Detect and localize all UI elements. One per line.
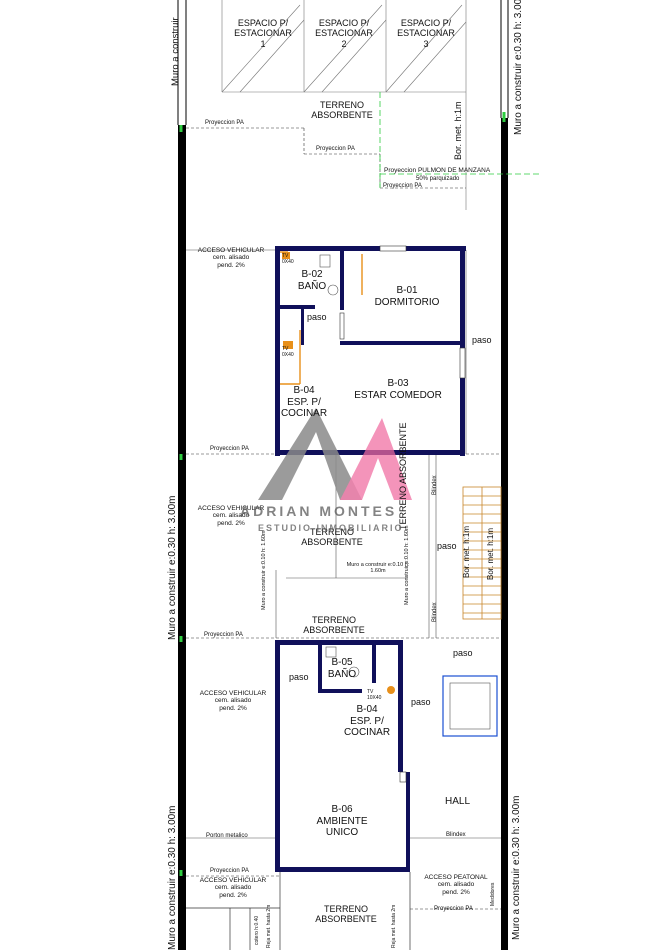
- terreno-label-lower: TERRENO ABSORBENTE: [303, 615, 365, 636]
- acceso-vehicular-2: ACCESO VEHICULAR cem. alisado pend. 2%: [197, 505, 265, 527]
- terreno-label-top: TERRENO ABSORBENTE: [311, 100, 373, 121]
- acceso-vehicular-4: ACCESO VEHICULAR cem. alisado pend. 2%: [199, 877, 267, 899]
- proyeccion-pa-7: Proyeccion PA: [434, 906, 473, 912]
- room-b04-upper: B-04 ESP. P/ COCINAR: [280, 385, 328, 419]
- paso-label-3: paso: [437, 541, 457, 551]
- porton-label: Porton metalico: [206, 833, 248, 839]
- acceso-peatonal: ACCESO PEATONAL cem. alisado pend. 2%: [424, 874, 488, 896]
- room-b05: B-05 BAÑO: [327, 657, 357, 680]
- tv-label-3: TV 10X40: [367, 689, 382, 701]
- muro-interior-label-3: Muro a construir e:0.10 h: 1.60m: [404, 525, 410, 605]
- paso-label-4: paso: [453, 648, 473, 658]
- room-b01: B-01 DORMITORIO: [374, 285, 440, 308]
- paso-label-1: paso: [307, 312, 327, 322]
- room-b06: B-06 AMBIENTE UNICO: [316, 804, 368, 838]
- blindex-label-3: Blindex: [432, 602, 438, 622]
- hall-label: HALL: [445, 796, 471, 807]
- muro-interior-label-2: Muro a construir e:0.10 h: 1.60m: [346, 562, 410, 575]
- wall-label-right-top: Muro a construir e:0.30 h: 3.00m: [513, 0, 524, 135]
- bor-met-label-stair-2: Bor. met. h:1m: [486, 527, 495, 580]
- room-b03: B-03 ESTAR COMEDOR: [354, 378, 442, 401]
- upper-fixtures: [282, 252, 339, 349]
- hall-window: [442, 675, 498, 737]
- tv-label-2: TV 0X40: [282, 346, 294, 358]
- blindex-label-2: Blindex: [432, 475, 438, 495]
- proyeccion-pa-6: Proyeccion PA: [210, 868, 249, 874]
- pulmon-line: [379, 92, 540, 190]
- acceso-vehicular-1: ACCESO VEHICULAR cem. alisado pend. 2%: [197, 247, 265, 269]
- watermark-line-1: ADRIAN MONTES: [240, 503, 398, 519]
- tv-label-1: TV 0X40: [282, 253, 294, 265]
- paso-label-5: paso: [289, 672, 309, 682]
- fence-lines: [186, 249, 501, 839]
- bottom-gate: [186, 872, 411, 950]
- parking-space-2: ESPACIO P/ ESTACIONAR 2: [315, 18, 373, 49]
- watermark-logo: [258, 408, 412, 500]
- wall-label-left-bottom: Muro a construir e:0.30 h: 3.00m: [167, 805, 178, 950]
- parking-space-1: ESPACIO P/ ESTACIONAR 1: [234, 18, 292, 49]
- terreno-label-bottom: TERRENO ABSORBENTE: [315, 904, 377, 925]
- reja-label-2: Reja met. hasta 2m: [391, 904, 397, 948]
- lower-unit-walls: [275, 640, 410, 872]
- lower-fixtures: [325, 646, 407, 783]
- upper-windows: [339, 245, 466, 379]
- room-b02: B-02 BAÑO: [297, 269, 327, 292]
- terreno-label-vertical: TERRENO ABSORBENTE: [398, 422, 408, 530]
- side-walls: [177, 0, 509, 950]
- terreno-label-mid: TERRENO ABSORBENTE: [301, 527, 363, 548]
- pulmon-label: Proyeccion PULMON DE MANZANA: [384, 167, 491, 174]
- bor-met-label-top: Bor. met. h:1m: [453, 101, 463, 160]
- watermark-line-2: ESTUDIO INMOBILIARIO: [258, 523, 404, 533]
- parquizado-label: 50% parquizado: [416, 176, 460, 182]
- bor-met-label-stair-1: Bor. met. h:1m: [462, 525, 471, 578]
- paso-label-2: paso: [472, 335, 492, 345]
- blindex-label-1: Blindex: [446, 832, 466, 838]
- parking-area: [221, 0, 467, 210]
- medidores-label: Medidores: [490, 882, 496, 906]
- room-b04-lower: B-04 ESP. P/ COCINAR: [343, 704, 391, 738]
- stair: [462, 486, 502, 620]
- wall-label-left-mid: Muro a construir e:0.30 h: 3.00m: [167, 495, 178, 640]
- wall-label-left-top: Muro a construir: [170, 17, 181, 86]
- parking-space-3: ESPACIO P/ ESTACIONAR 3: [397, 18, 455, 49]
- proyeccion-pa-2: Proyeccion PA: [316, 146, 355, 152]
- proyeccion-pa-3: Proyeccion PA: [383, 183, 422, 189]
- acceso-vehicular-3: ACCESO VEHICULAR cem. alisado pend. 2%: [199, 690, 267, 712]
- proyeccion-pa-5: Proyeccion PA: [204, 632, 243, 638]
- wall-label-right-bottom: Muro a construir e:0.30 h: 3.00m: [511, 795, 522, 940]
- proyeccion-pa-1: Proyeccion PA: [205, 120, 244, 126]
- cotero-label: cotero h:0.40: [254, 915, 260, 945]
- reja-label-1: Reja met. hasta 2m: [266, 904, 272, 948]
- proyeccion-pa-4: Proyeccion PA: [210, 446, 249, 452]
- paso-label-6: paso: [411, 697, 431, 707]
- muro-interior-label-1: Muro a construir e:0.10 h: 1.60m: [261, 530, 267, 610]
